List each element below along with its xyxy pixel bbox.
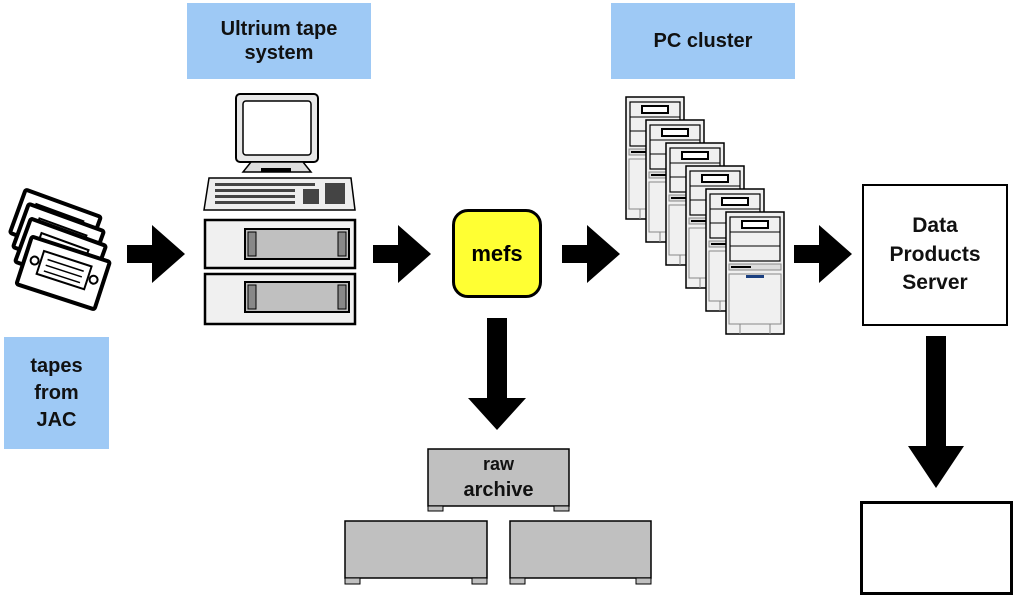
workstation-icon — [203, 93, 357, 326]
output-box — [860, 501, 1013, 595]
mefs-node: mefs — [452, 209, 542, 298]
ultrium-label: Ultrium tape system — [187, 3, 371, 79]
tapes-label: tapes from JAC — [4, 337, 109, 449]
raw-archive-line2: archive — [463, 478, 534, 501]
pc-tower-icon — [725, 211, 785, 335]
tapes-label-line2: from — [34, 381, 79, 404]
arrow-right-4 — [794, 225, 852, 283]
arrow-down-dps — [908, 336, 964, 488]
arrow-right-2 — [373, 225, 431, 283]
dps-line3: Server — [902, 271, 968, 295]
data-products-server-box: Data Products Server — [862, 184, 1008, 326]
arrow-down-mefs — [468, 318, 526, 430]
tapes-label-line1: tapes — [30, 354, 83, 377]
arrow-right-3 — [562, 225, 620, 283]
tape-cassettes-icon — [8, 188, 112, 311]
raw-archive-label: raw archive — [428, 450, 569, 506]
dps-line2: Products — [889, 242, 981, 266]
mefs-label: mefs — [471, 240, 523, 266]
pc-cluster-label-text: PC cluster — [653, 30, 753, 52]
tapes-label-line3: JAC — [36, 408, 77, 431]
pc-cluster-icon — [625, 96, 785, 335]
dps-line1: Data — [912, 214, 958, 238]
arrow-right-1 — [127, 225, 185, 283]
pc-cluster-label: PC cluster — [611, 3, 795, 79]
raw-archive-line1: raw — [482, 454, 515, 475]
ultrium-label-text: Ultrium tape system — [220, 18, 338, 64]
raw-archive-icon — [344, 448, 652, 585]
